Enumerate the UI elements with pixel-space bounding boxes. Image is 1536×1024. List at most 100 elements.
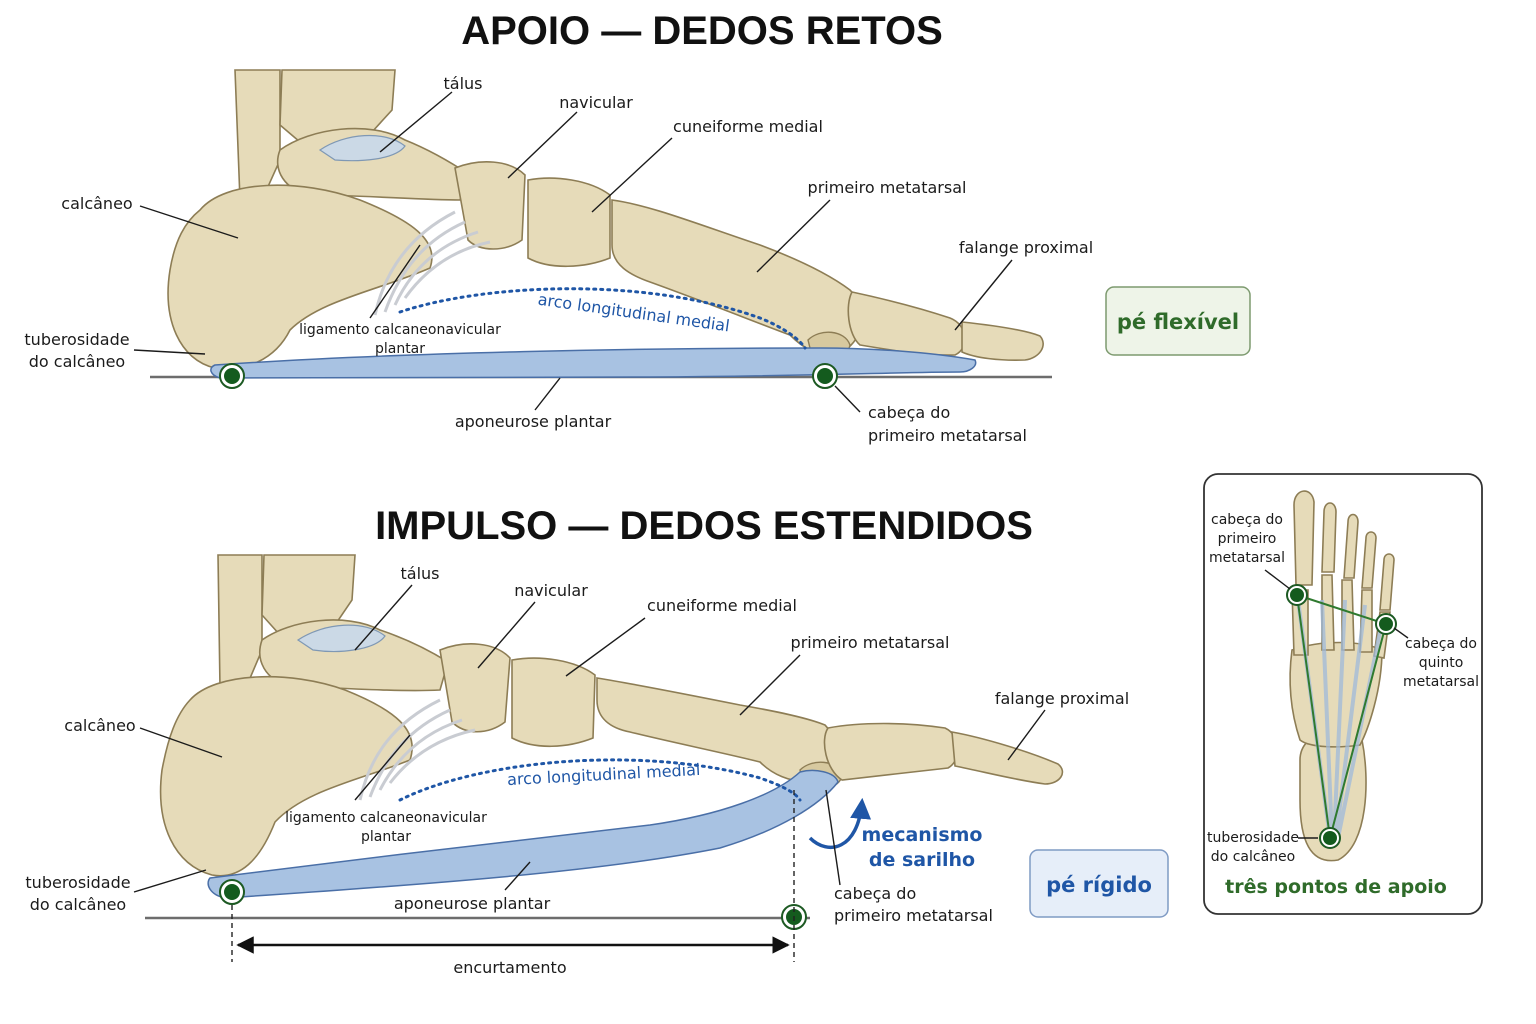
three-point-inset: cabeça do primeiro metatarsal cabeça do … xyxy=(1203,473,1483,915)
label-ligament-line1: ligamento calcaneonavicular xyxy=(299,322,501,338)
label-tuberosity-line2: do calcâneo xyxy=(29,352,125,371)
label-ligament-bottom-line2: plantar xyxy=(361,829,411,845)
inset-label-first-2: primeiro xyxy=(1218,531,1277,547)
calcaneus-bone-bottom xyxy=(159,675,413,877)
calcaneus-bone xyxy=(167,184,433,370)
talus-cartilage-bottom xyxy=(296,624,386,653)
leader-head-bottom xyxy=(825,789,841,886)
inset-leader-first xyxy=(1264,569,1291,590)
leader-phalanx-bottom xyxy=(1007,709,1046,761)
distal-phalanx-bone-bottom xyxy=(951,731,1064,785)
leader-phalanx xyxy=(954,259,1013,331)
fibula-bone xyxy=(234,69,281,201)
label-navicular: navicular xyxy=(559,93,633,112)
inset-toe-3 xyxy=(1343,513,1359,579)
support-point-metatarsal xyxy=(812,363,838,389)
inset-caption: três pontos de apoio xyxy=(1225,876,1447,898)
leader-navicular xyxy=(507,111,578,179)
support-point-heel xyxy=(219,363,245,389)
flexible-foot-badge: pé flexível xyxy=(1105,286,1251,356)
leader-first-metatarsal xyxy=(756,199,831,273)
label-windlass-line2: de sarilho xyxy=(869,849,975,871)
label-windlass-line1: mecanismo xyxy=(862,824,983,846)
proximal-phalanx-bone xyxy=(847,291,966,356)
leader-first-metatarsal-bottom xyxy=(739,654,801,716)
inset-toe-2 xyxy=(1321,502,1337,573)
label-first-metatarsal: primeiro metatarsal xyxy=(808,178,967,197)
inset-point-heel xyxy=(1319,827,1341,849)
inset-toe-1 xyxy=(1293,490,1315,586)
leader-cuneiform-bottom xyxy=(565,617,646,677)
inset-label-first-3: metatarsal xyxy=(1209,550,1285,566)
leader-talus-bottom xyxy=(354,584,413,651)
label-calcaneus-bottom: calcâneo xyxy=(64,716,135,735)
label-head-bottom-line2: primeiro metatarsal xyxy=(834,906,993,925)
inset-toe-4 xyxy=(1361,531,1377,589)
talus-cartilage xyxy=(318,135,406,162)
plantar-foot xyxy=(1289,490,1395,862)
label-tuberosity-bottom-line2: do calcâneo xyxy=(30,895,126,914)
first-metatarsal-bone xyxy=(611,199,863,355)
windlass-arrow xyxy=(808,797,872,849)
navicular-bone-bottom xyxy=(439,643,511,733)
label-aponeurosis-bottom: aponeurose plantar xyxy=(394,894,551,913)
inset-point-fifth xyxy=(1375,613,1397,635)
label-ligament-line2: plantar xyxy=(375,341,425,357)
inset-label-fifth-1: cabeça do xyxy=(1405,636,1477,652)
label-cuneiform-bottom: cuneiforme medial xyxy=(647,596,797,615)
label-head-line1: cabeça do xyxy=(868,403,950,422)
leader-tuberosity xyxy=(133,349,206,355)
arch-line xyxy=(398,287,807,350)
label-proximal-phalanx: falange proximal xyxy=(959,238,1093,257)
leader-aponeurosis-bottom xyxy=(504,861,531,891)
label-talus-bottom: tálus xyxy=(401,564,440,583)
inset-leader-fifth xyxy=(1393,627,1409,639)
leader-ligament xyxy=(369,244,421,319)
label-head-line2: primeiro metatarsal xyxy=(868,426,1027,445)
label-tuberosity-line1: tuberosidade xyxy=(24,330,129,349)
flexible-foot-label: pé flexível xyxy=(1117,310,1239,334)
leader-cuneiform xyxy=(591,137,673,213)
leader-calcaneus xyxy=(139,205,239,239)
inset-label-first-1: cabeça do xyxy=(1211,512,1283,528)
proximal-phalanx-bone-bottom xyxy=(823,722,959,781)
leader-navicular-bottom xyxy=(477,601,536,669)
inset-toe-5 xyxy=(1379,553,1395,611)
label-calcaneus: calcâneo xyxy=(61,194,132,213)
label-first-metatarsal-bottom: primeiro metatarsal xyxy=(791,633,950,652)
inset-label-tuberosity-2: do calcâneo xyxy=(1211,849,1295,865)
support-point-heel-bottom xyxy=(219,879,245,905)
rigid-foot-badge: pé rígido xyxy=(1029,849,1169,918)
top-panel: APOIO — DEDOS RETOS xyxy=(24,9,1251,445)
label-aponeurosis: aponeurose plantar xyxy=(455,412,612,431)
inset-point-first xyxy=(1286,584,1308,606)
label-navicular-bottom: navicular xyxy=(514,581,588,600)
bottom-panel: IMPULSO — DEDOS ESTENDIDOS xyxy=(25,504,1169,977)
calcaneonavicular-ligament xyxy=(373,210,491,316)
label-cuneiform: cuneiforme medial xyxy=(673,117,823,136)
support-triangle xyxy=(1295,593,1388,839)
inset-label-tuberosity-1: tuberosidade xyxy=(1207,830,1299,846)
bottom-panel-title: IMPULSO — DEDOS ESTENDIDOS xyxy=(375,504,1033,548)
top-panel-title: APOIO — DEDOS RETOS xyxy=(461,9,943,53)
rigid-foot-label: pé rígido xyxy=(1046,873,1152,897)
plantar-aponeurosis xyxy=(210,347,977,379)
plantar-aponeurosis-bottom xyxy=(207,769,839,899)
cuneiform-bone-bottom xyxy=(511,657,596,748)
cuneiform-bone xyxy=(527,177,611,268)
fibula-bone-bottom xyxy=(217,554,263,691)
label-tuberosity-bottom-line1: tuberosidade xyxy=(25,873,130,892)
inset-label-fifth-2: quinto xyxy=(1419,655,1464,671)
leader-tuberosity-bottom xyxy=(133,869,207,893)
leader-ligament-bottom xyxy=(354,734,411,801)
inset-label-fifth-3: metatarsal xyxy=(1403,674,1479,690)
arch-line-bottom xyxy=(398,758,802,802)
leader-aponeurosis xyxy=(534,377,561,411)
label-head-bottom-line1: cabeça do xyxy=(834,884,916,903)
leader-calcaneus-bottom xyxy=(139,727,223,758)
distal-phalanx-bone xyxy=(961,321,1044,361)
leader-head xyxy=(834,385,861,413)
label-shortening: encurtamento xyxy=(453,958,566,977)
